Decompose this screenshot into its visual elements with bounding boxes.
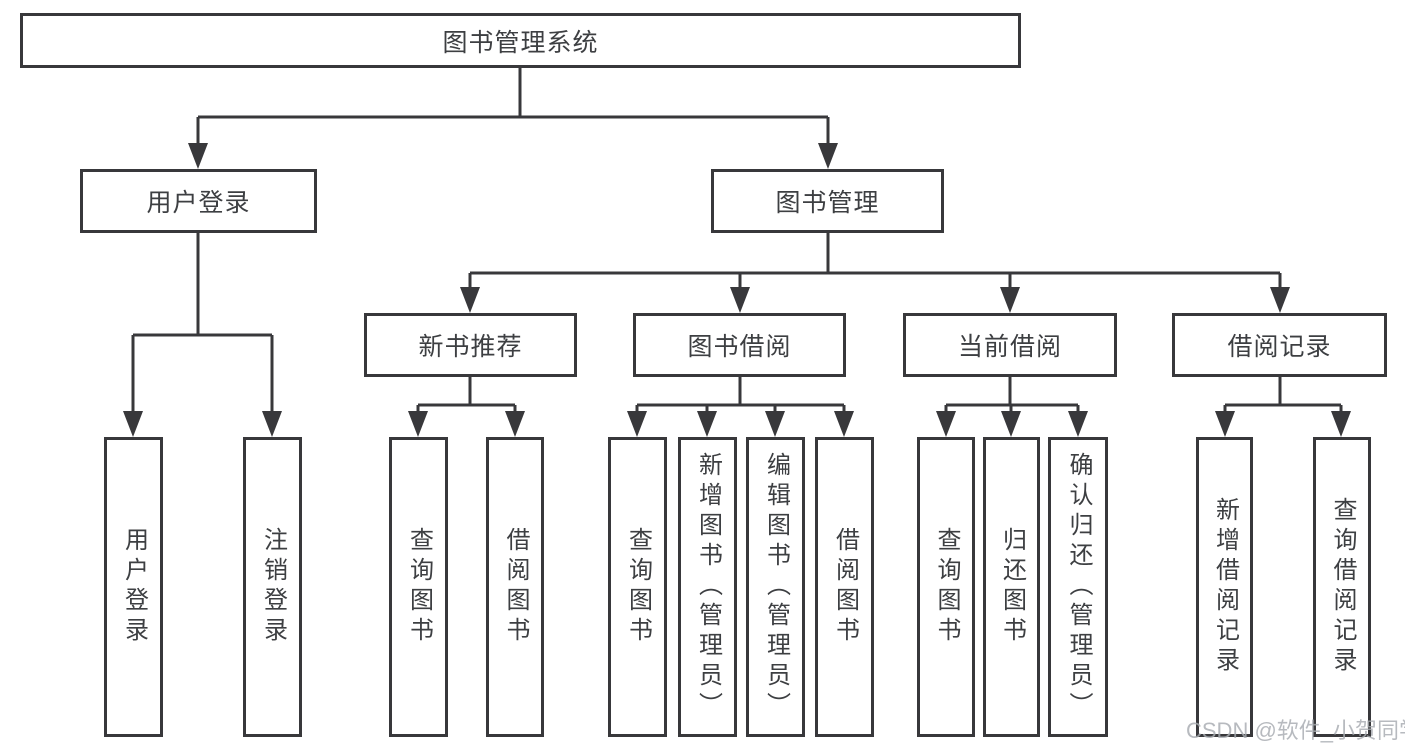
- leaf-edit-books-admin-label: 编辑图书（管理员）: [762, 452, 790, 722]
- leaf-current-query-books-label: 查询图书: [933, 527, 960, 647]
- leaf-query-borrow-record-label: 查询借阅记录: [1329, 497, 1356, 677]
- leaf-logout: 注销登录: [243, 437, 302, 737]
- root-node: 图书管理系统: [20, 13, 1021, 68]
- leaf-user-login: 用户登录: [104, 437, 163, 737]
- leaf-add-borrow-record-label: 新增借阅记录: [1211, 497, 1239, 677]
- leaf-recommend-query-books: 查询图书: [389, 437, 448, 737]
- leaf-confirm-return-admin: 确认归还（管理员）: [1048, 437, 1108, 737]
- leaf-query-borrow-record: 查询借阅记录: [1313, 437, 1371, 737]
- leaf-return-books-label: 归还图书: [998, 527, 1026, 647]
- leaf-recommend-borrow-books-label: 借阅图书: [502, 527, 529, 647]
- node-book-borrow-label: 图书借阅: [687, 333, 792, 361]
- leaf-recommend-borrow-books: 借阅图书: [486, 437, 544, 737]
- leaf-add-books-admin-label: 新增图书（管理员）: [694, 452, 722, 722]
- leaf-add-borrow-record: 新增借阅记录: [1196, 437, 1253, 737]
- root-node-label: 图书管理系统: [442, 28, 599, 57]
- leaf-return-books: 归还图书: [983, 437, 1040, 737]
- leaf-logout-label: 注销登录: [259, 527, 287, 647]
- node-current-borrow-label: 当前借阅: [957, 333, 1062, 361]
- arrowheads: [123, 143, 1351, 437]
- node-new-book-recommend: 新书推荐: [364, 313, 577, 377]
- node-current-borrow: 当前借阅: [903, 313, 1117, 377]
- leaf-recommend-query-books-label: 查询图书: [405, 527, 433, 647]
- node-new-book-recommend-label: 新书推荐: [418, 333, 523, 361]
- node-borrow-records-label: 借阅记录: [1227, 333, 1332, 361]
- connector-lines: [131, 66, 1343, 415]
- leaf-borrow-books: 借阅图书: [815, 437, 874, 737]
- node-borrow-records: 借阅记录: [1172, 313, 1387, 377]
- leaf-add-books-admin: 新增图书（管理员）: [678, 437, 737, 737]
- leaf-confirm-return-admin-label: 确认归还（管理员）: [1065, 452, 1092, 722]
- node-book-borrow: 图书借阅: [633, 313, 846, 377]
- leaf-borrow-query-books: 查询图书: [608, 437, 667, 737]
- node-user-login: 用户登录: [80, 169, 317, 233]
- leaf-borrow-query-books-label: 查询图书: [624, 527, 652, 647]
- csdn-watermark: CSDN @软件_小贺同学: [1186, 718, 1405, 743]
- leaf-edit-books-admin: 编辑图书（管理员）: [746, 437, 805, 737]
- leaf-borrow-books-label: 借阅图书: [831, 527, 859, 647]
- leaf-current-query-books: 查询图书: [917, 437, 975, 737]
- node-user-login-label: 用户登录: [146, 189, 251, 217]
- node-book-management: 图书管理: [711, 169, 944, 233]
- leaf-user-login-label: 用户登录: [120, 527, 148, 647]
- node-book-management-label: 图书管理: [775, 189, 880, 217]
